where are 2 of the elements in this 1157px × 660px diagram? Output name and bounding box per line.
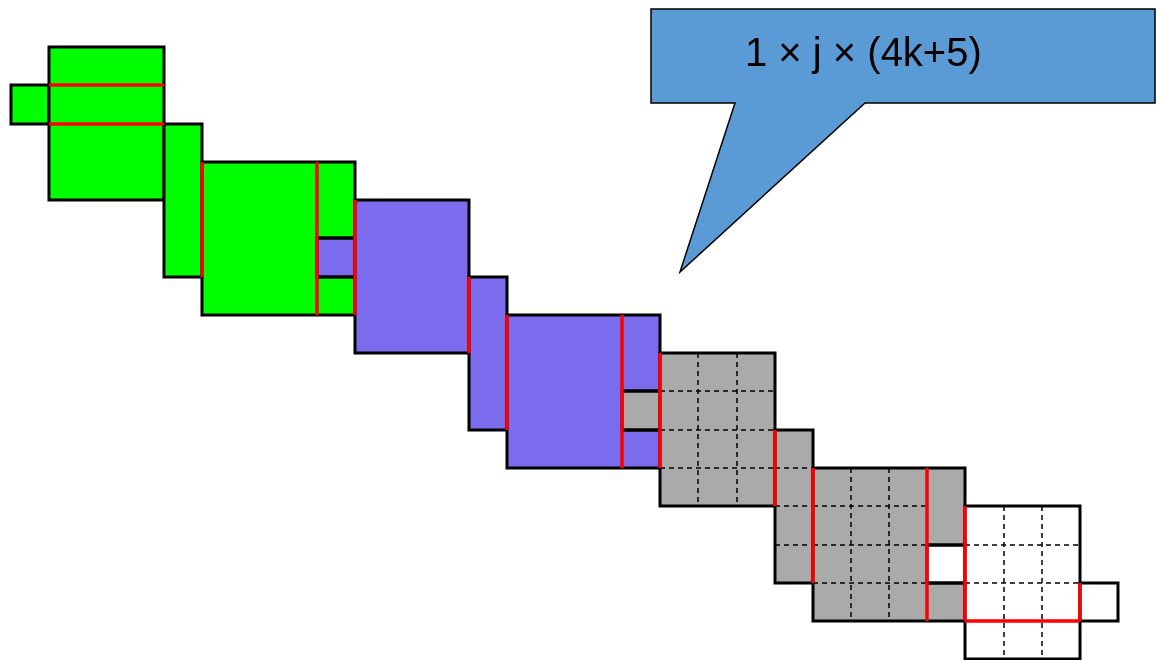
formula-text: 1 × j × (4k+5) [745,30,982,75]
speech-callout [650,8,1156,274]
